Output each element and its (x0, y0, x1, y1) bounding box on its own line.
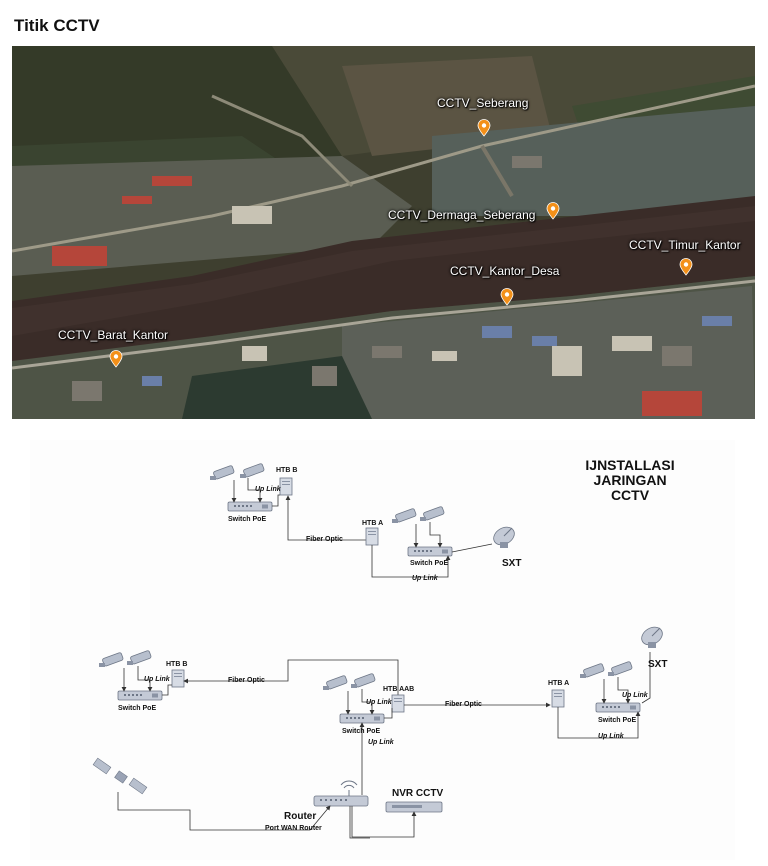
htb-icon (279, 477, 293, 496)
location-pin-icon[interactable] (679, 258, 693, 276)
satellite-map[interactable]: CCTV_Seberang CCTV_Dermaga_Seberang CCTV… (12, 46, 755, 419)
label-htb-a-bottom: HTB A (548, 680, 570, 687)
label-router: Router (284, 811, 317, 822)
pin-label-kantor-desa: CCTV_Kantor_Desa (450, 264, 560, 278)
switch-icon (117, 690, 163, 701)
label-htb-a-top: HTB A (362, 520, 384, 527)
camera-icon (579, 660, 634, 679)
camera-icon (209, 462, 266, 481)
switch-icon (339, 713, 385, 724)
label-wan-port: Port WAN Router (265, 825, 322, 832)
network-diagram: IJNSTALLASI JARINGAN CCTV HTB B Up Link … (30, 440, 735, 860)
diagram-lines (92, 462, 667, 839)
label-uplink-mid-top: Up Link (366, 699, 392, 706)
label-fiber-bottom-left: Fiber Optic (228, 677, 265, 684)
label-switch-bottom-left: Switch PoE (118, 705, 157, 712)
pin-label-dermaga-seberang: CCTV_Dermaga_Seberang (388, 208, 536, 222)
label-switch-top-left: Switch PoE (228, 516, 267, 523)
sxt-antenna-icon (637, 623, 667, 649)
sxt-antenna-icon (489, 523, 519, 549)
label-fiber-bottom-right: Fiber Optic (445, 701, 482, 708)
location-pin-icon[interactable] (109, 350, 123, 368)
switch-icon (407, 546, 453, 557)
label-sxt-bottom: SXT (648, 659, 668, 670)
router-icon (313, 780, 369, 807)
location-pin-icon[interactable] (546, 202, 560, 220)
page-title: Titik CCTV (14, 16, 100, 35)
label-uplink-right-top: Up Link (622, 692, 648, 699)
label-sxt-top: SXT (502, 558, 522, 569)
label-uplink-bottom-left: Up Link (144, 676, 170, 683)
location-pin-icon[interactable] (477, 119, 491, 137)
satellite-icon (92, 757, 148, 795)
label-switch-top-right: Switch PoE (410, 560, 449, 567)
diagram-title: IJNSTALLASI JARINGAN CCTV (585, 457, 675, 503)
htb-icon (551, 689, 565, 708)
pin-label-barat-kantor: CCTV_Barat_Kantor (58, 328, 169, 342)
htb-icon (391, 694, 405, 713)
label-nvr: NVR CCTV (392, 788, 444, 799)
htb-icon (171, 669, 185, 688)
map-imagery (12, 46, 755, 419)
label-switch-bottom-right: Switch PoE (598, 717, 637, 724)
label-fiber-top: Fiber Optic (306, 536, 343, 543)
nvr-icon (385, 801, 443, 813)
location-pin-icon[interactable] (500, 288, 514, 306)
label-htb-aab: HTB AAB (383, 686, 415, 693)
label-uplink-top-left: Up Link (255, 486, 281, 493)
camera-icon (98, 649, 153, 668)
camera-icon (322, 672, 377, 691)
htb-icon (365, 527, 379, 546)
pin-label-timur-kantor: CCTV_Timur_Kantor (629, 238, 741, 252)
label-htb-b-top: HTB B (276, 467, 298, 474)
label-uplink-right-bottom: Up Link (598, 733, 624, 740)
pin-label-seberang: CCTV_Seberang (437, 96, 529, 110)
label-htb-b-bottom: HTB B (166, 661, 188, 668)
camera-icon (391, 505, 446, 524)
switch-icon (595, 702, 641, 713)
label-uplink-top-bottom: Up Link (412, 575, 438, 582)
switch-icon (227, 501, 273, 512)
label-uplink-mid-bottom: Up Link (368, 739, 394, 746)
label-switch-bottom-mid: Switch PoE (342, 728, 381, 735)
